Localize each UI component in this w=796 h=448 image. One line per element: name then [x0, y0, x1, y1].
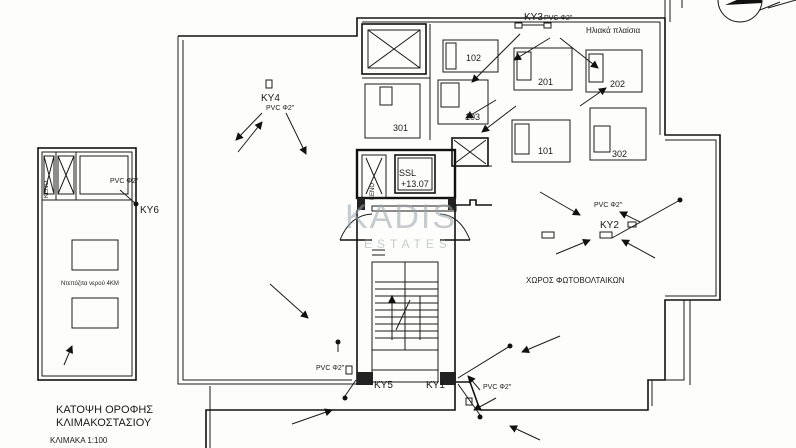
north-arrow: [717, 0, 796, 23]
ky6-label: KY6: [140, 205, 159, 216]
unit-301-label: 301: [393, 123, 408, 133]
ssl-label: SSL: [399, 168, 416, 178]
unit-201-label: 201: [538, 77, 553, 87]
photovoltaic-area: ΧΩΡΟΣ ΦΩΤΟΒΟΛΤΑΙΚΩΝ KY2 PVC Φ2": [521, 191, 683, 353]
solar-heater-units: [364, 39, 647, 167]
drawing-scale: ΚΛΙΜΑΚΑ 1:100: [50, 436, 108, 445]
drawing-title-line2: ΚΛΙΜΑΚΟΣΤΑΣΙΟΥ: [56, 417, 152, 429]
ky1-label: KY1: [426, 380, 445, 391]
top-parapet: [357, 0, 683, 23]
stair-core: [339, 148, 471, 385]
solar-heaters-label: Ηλιακά πλαίσια: [586, 26, 640, 35]
water-tank-annex: [37, 147, 139, 381]
ky5-label: KY5: [374, 380, 393, 391]
ssl-level: +13.07: [401, 179, 429, 189]
photovoltaic-area-label: ΧΩΡΟΣ ΦΩΤΟΒΟΛΤΑΙΚΩΝ: [526, 276, 625, 285]
void-label: ΚΕΝΟ: [370, 183, 376, 200]
ky3-label: KY3: [524, 12, 543, 23]
flow-arrows-top: [465, 87, 607, 133]
left-roof-arrows: [269, 283, 357, 425]
unit-302-label: 302: [612, 149, 627, 159]
ky2-pipe-note: PVC Φ2": [594, 202, 623, 209]
watermark-logo: KADIS ESTATES: [345, 198, 457, 251]
unit-102-label: 102: [466, 53, 481, 63]
ky6-pipe-note: PVC Φ2": [110, 178, 139, 185]
ky2-label: KY2: [600, 220, 619, 231]
ky4-label: KY4: [261, 93, 280, 104]
unit-202-label: 202: [610, 79, 625, 89]
watermark-sub: ESTATES: [364, 237, 452, 251]
ky4-pipe-note: PVC Φ2": [266, 105, 295, 112]
drawing-title-line1: ΚΑΤΟΨΗ ΟΡΟΦΗΣ: [56, 404, 153, 416]
water-tank-label: Ντεπόζιτα νερού 4ΚΜ: [61, 280, 119, 287]
drain-ky5: PVC Φ2" KY5: [316, 365, 393, 391]
ky1-pipe-note: PVC Φ2": [483, 384, 512, 391]
drain-ky3: KY3 PVC Φ2": [471, 12, 599, 83]
roof-light-shaft: [361, 23, 431, 140]
drain-ky1: KY1 PVC Φ2": [426, 343, 541, 441]
ky3-pipe-note: PVC Φ2": [544, 15, 573, 22]
ky5-pipe-note: PVC Φ2": [316, 365, 345, 372]
annex-void-label: ΚΕΝΟ: [44, 181, 50, 198]
watermark-main: KADIS: [345, 198, 457, 236]
roof-step-line: [455, 165, 492, 206]
unit-101-label: 101: [538, 146, 553, 156]
drain-ky4: KY4 PVC Φ2": [235, 79, 307, 155]
